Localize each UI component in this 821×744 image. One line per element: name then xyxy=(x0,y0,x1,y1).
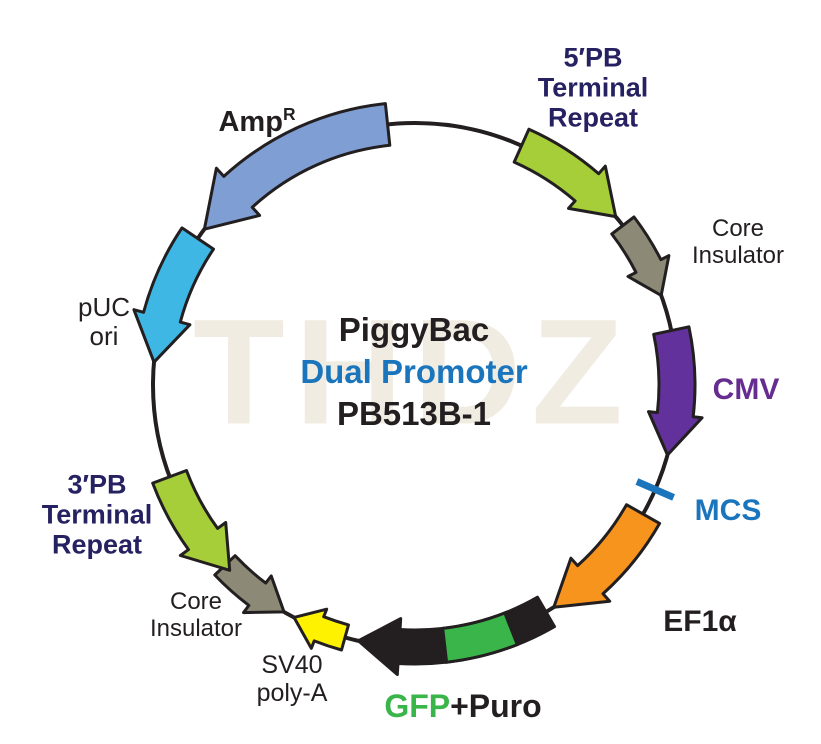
feature-arrow-core-insulator-5p xyxy=(610,215,671,297)
title-line-2: Dual Promoter xyxy=(300,353,528,391)
feature-arrow-cmv xyxy=(647,325,704,457)
plasmid-title: PiggyBac Dual Promoter PB513B-1 xyxy=(300,309,527,435)
feature-arrow-puc-ori xyxy=(132,226,215,364)
watermark: THDZ xyxy=(193,287,633,456)
title-line-1: PiggyBac xyxy=(338,311,490,349)
feature-arrow-ef1a xyxy=(552,503,662,609)
feature-arrow-amp-r xyxy=(202,102,392,231)
mcs-tick xyxy=(635,478,675,501)
feature-arrow-sv40-polya xyxy=(292,607,350,652)
feature-arrow-3pb-terminal-repeat xyxy=(151,469,232,572)
feature-arrow-5pb-terminal-repeat xyxy=(512,127,618,219)
feature-arrow-core-insulator-3p xyxy=(213,554,286,615)
title-line-3: PB513B-1 xyxy=(336,394,492,432)
gfp-band xyxy=(441,611,520,664)
